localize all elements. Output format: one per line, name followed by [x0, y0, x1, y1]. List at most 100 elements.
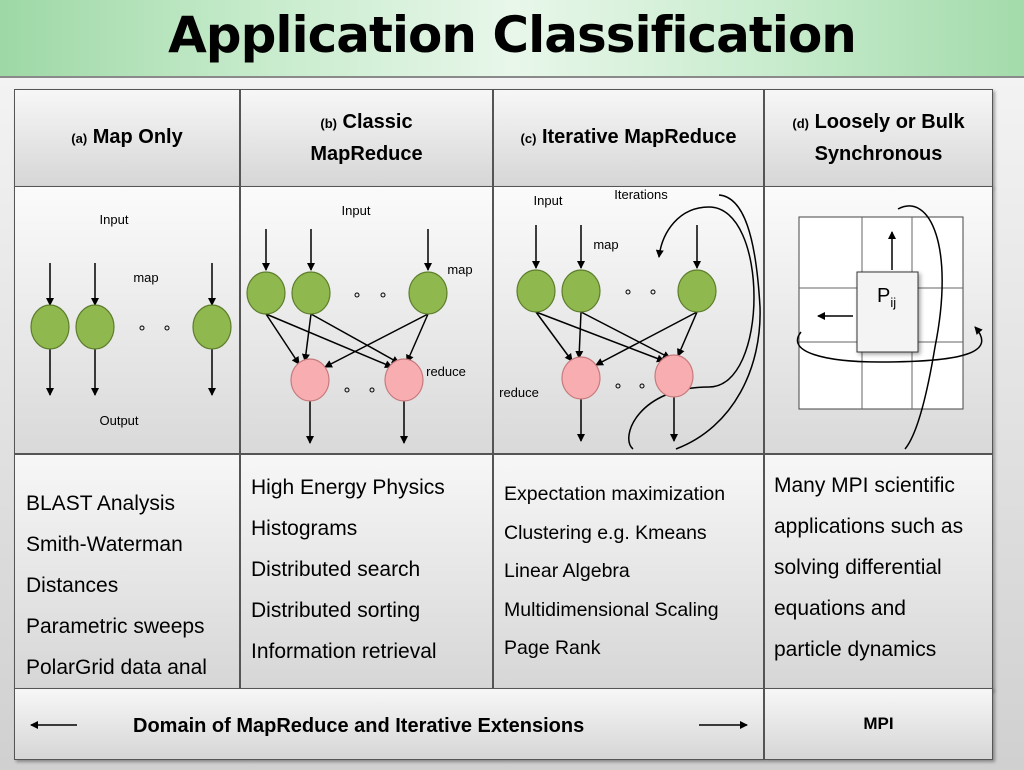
shuffle-arrow: [535, 311, 573, 362]
examples-iterative-mapreduce: Expectation maximization Clustering e.g.…: [493, 454, 764, 690]
header-label: MapReduce: [310, 142, 423, 165]
ellipsis-dot: [380, 292, 386, 298]
shuffle-arrow: [677, 311, 698, 357]
example-item: BLAST Analysis: [26, 492, 176, 515]
process-cell: [856, 271, 919, 353]
example-item: equations and: [774, 597, 906, 620]
example-item: Linear Algebra: [504, 560, 630, 582]
header-label: Iterative MapReduce: [541, 126, 737, 148]
map-only-diagram: Input map Output: [30, 212, 232, 428]
examples-map-only: BLAST Analysis Smith-Waterman Distances …: [14, 454, 240, 690]
example-item: Clustering e.g. Kmeans: [504, 521, 707, 544]
classic-mapreduce-diagram: Input map reduce: [246, 203, 473, 444]
shuffle-arrow: [324, 313, 429, 368]
shuffle-arrow: [580, 311, 671, 359]
ellipsis-dot: [354, 292, 360, 298]
ellipsis-dot: [369, 387, 375, 393]
header-map-only: (a) Map Only: [14, 89, 240, 187]
example-item: Distributed search: [251, 558, 421, 581]
map-label: map: [593, 237, 618, 252]
ellipsis-dot: [344, 387, 350, 393]
shuffle-arrow: [575, 311, 584, 359]
map-node: [561, 269, 601, 313]
iterative-mapreduce-diagram: Input Iterations map reduce: [499, 187, 761, 450]
ellipsis-dot: [650, 289, 656, 295]
domain-mapreduce-footer: Domain of MapReduce and Iterative Extens…: [14, 688, 764, 760]
header-label: Synchronous: [814, 142, 943, 165]
arrow-left-icon: [30, 721, 77, 729]
reduce-node: [654, 354, 694, 398]
iterations-label: Iterations: [614, 187, 668, 202]
example-item: Parametric sweeps: [26, 615, 205, 638]
mpi-label: MPI: [863, 714, 894, 733]
diagram-classic-mapreduce: Input map reduce: [240, 186, 493, 454]
iteration-loop-arrow: [628, 206, 755, 450]
shuffle-arrow: [301, 313, 312, 362]
header-label: Classic: [342, 110, 413, 133]
map-label: map: [133, 270, 158, 285]
example-item: Many MPI scientific: [774, 474, 955, 497]
diagram-iterative-mapreduce: Input Iterations map reduce: [493, 186, 764, 454]
map-node: [30, 304, 70, 350]
shuffle-arrow: [535, 311, 665, 363]
header-tag: (d): [792, 115, 809, 131]
examples-loosely-synchronous: Many MPI scientific applications such as…: [764, 454, 993, 690]
map-node: [75, 304, 115, 350]
example-item: solving differential: [774, 556, 942, 579]
header-iterative-mapreduce: (c) Iterative MapReduce: [493, 89, 764, 187]
input-label: Input: [100, 212, 129, 227]
ellipsis-dot: [639, 383, 645, 389]
input-label: Input: [534, 193, 563, 208]
example-item: Histograms: [251, 517, 358, 540]
ellipsis-dot: [164, 325, 170, 331]
shuffle-arrow: [265, 313, 300, 365]
example-item: Distributed sorting: [251, 599, 421, 622]
example-item: Expectation maximization: [504, 483, 726, 505]
process-cell-label: Pij: [877, 285, 896, 310]
bulk-synchronous-diagram: Pij: [796, 205, 983, 450]
page-title: Application Classification: [168, 6, 857, 64]
example-item: Distances: [26, 574, 119, 597]
map-node: [291, 271, 331, 315]
example-item: High Energy Physics: [251, 476, 445, 499]
header-tag: (b): [320, 115, 337, 131]
header-tag: (c): [520, 131, 537, 146]
diagram-map-only: Input map Output: [14, 186, 240, 454]
example-item: Page Rank: [504, 637, 601, 659]
ellipsis-dot: [139, 325, 145, 331]
reduce-node: [384, 358, 424, 402]
example-item: Information retrieval: [251, 640, 437, 663]
shuffle-arrow: [406, 313, 429, 363]
header-label: Loosely or Bulk: [814, 110, 965, 133]
ellipsis-dot: [615, 383, 621, 389]
map-label: map: [447, 262, 472, 277]
input-label: Input: [342, 203, 371, 218]
map-node: [516, 269, 556, 313]
domain-label: Domain of MapReduce and Iterative Extens…: [133, 715, 585, 737]
iteration-loop-arc: [675, 194, 761, 450]
map-node: [192, 304, 232, 350]
reduce-label: reduce: [499, 385, 539, 400]
diagram-loosely-synchronous: Pij: [764, 186, 993, 454]
header-label: Map Only: [92, 126, 183, 148]
reduce-node: [290, 358, 330, 402]
map-node: [677, 269, 717, 313]
map-node: [408, 271, 448, 315]
exchange-loop-vertical: [897, 205, 943, 450]
shuffle-arrow: [595, 311, 698, 366]
example-item: Smith-Waterman: [26, 533, 183, 556]
output-label: Output: [99, 413, 138, 428]
example-item: particle dynamics: [774, 638, 937, 661]
arrow-right-icon: [699, 721, 748, 729]
reduce-label: reduce: [426, 364, 466, 379]
examples-classic-mapreduce: High Energy Physics Histograms Distribut…: [240, 454, 493, 690]
header-tag: (a): [71, 131, 88, 146]
example-item: applications such as: [774, 515, 964, 538]
example-item: Multidimensional Scaling: [504, 598, 719, 621]
reduce-node: [561, 356, 601, 400]
map-node: [246, 271, 286, 315]
shuffle-arrow: [310, 313, 400, 364]
